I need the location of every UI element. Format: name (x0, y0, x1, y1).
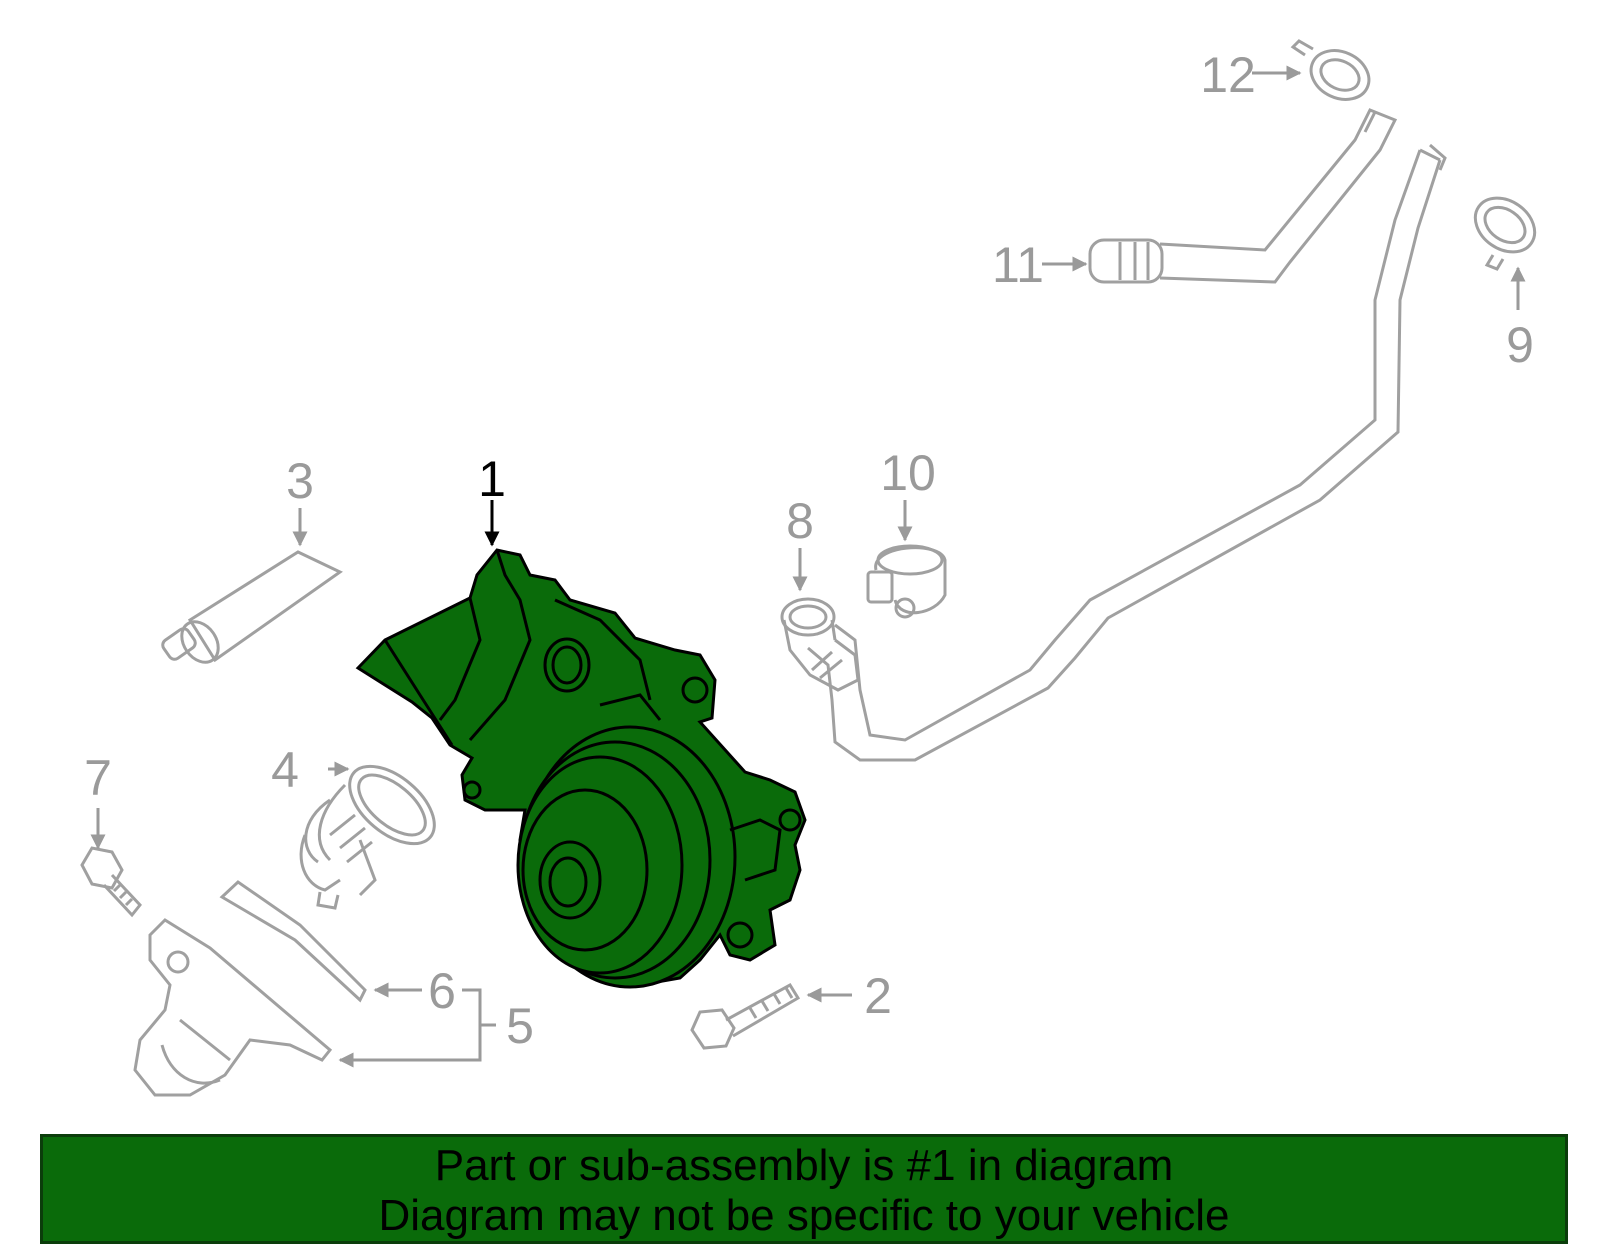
sealant-tube-part-3[interactable] (160, 550, 343, 669)
callout-10: 10 (880, 445, 936, 501)
hose-clamp-part-12[interactable] (1290, 39, 1377, 109)
callout-9: 9 (1506, 317, 1534, 373)
callout-leaders (90, 65, 1526, 1068)
bolt-part-7[interactable] (80, 846, 142, 918)
diagram-notice-banner: Part or sub-assembly is #1 in diagram Di… (40, 1134, 1568, 1244)
callout-11: 11 (992, 237, 1044, 293)
callout-2: 2 (864, 968, 892, 1024)
coolant-hose-part-11[interactable] (1088, 108, 1398, 284)
thermostat-housing-part-5[interactable] (133, 918, 333, 1097)
gasket-part-6[interactable] (219, 880, 367, 1003)
hose-connector-part-8[interactable] (780, 597, 860, 692)
callout-1: 1 (478, 451, 506, 507)
bolt-part-2[interactable] (690, 983, 801, 1050)
callout-8: 8 (786, 493, 814, 549)
hose-clamp-part-9[interactable] (1465, 187, 1545, 271)
hose-clamp-part-10[interactable] (866, 544, 947, 619)
banner-line-secondary: Diagram may not be specific to your vehi… (378, 1191, 1230, 1240)
banner-line-primary: Part or sub-assembly is #1 in diagram (434, 1141, 1174, 1190)
callout-6: 6 (428, 963, 456, 1019)
callout-3: 3 (286, 453, 314, 509)
callout-7: 7 (84, 750, 112, 806)
callout-4: 4 (271, 742, 299, 798)
water-pump-part-1[interactable] (355, 548, 807, 989)
coolant-hose-long[interactable] (807, 143, 1447, 762)
callout-5: 5 (506, 998, 534, 1054)
callout-12: 12 (1200, 47, 1256, 103)
thermostat-part-4[interactable] (299, 751, 448, 910)
